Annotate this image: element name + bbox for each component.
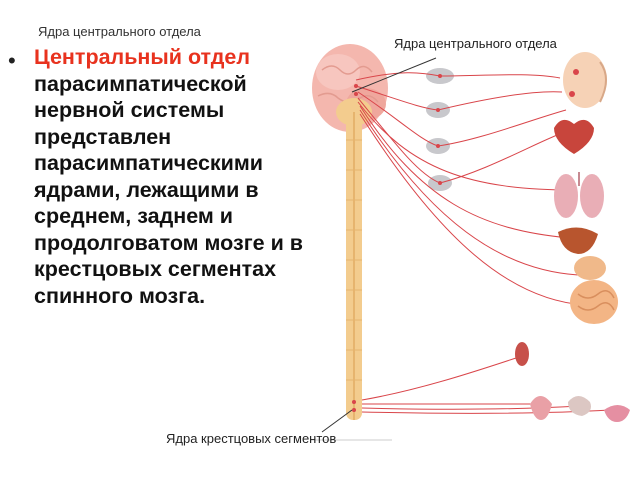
- bullet-lead: Центральный отдел: [34, 45, 251, 69]
- nucleus-dots: [352, 74, 442, 412]
- lungs-illustration: [554, 172, 604, 218]
- heart-illustration: [554, 119, 594, 154]
- bullet-dot: •: [8, 48, 16, 73]
- top-caption: Ядра центрального отдела: [38, 24, 201, 39]
- sacral-label-pointer: [321, 409, 353, 433]
- sacral-nuclei-label: Ядра крестцовых сегментов: [166, 431, 337, 446]
- bullet-text: Центральный отдел парасимпатической нерв…: [8, 44, 308, 309]
- head-illustration: [563, 52, 607, 108]
- bullet-body: парасимпатической нервной системы предст…: [34, 71, 303, 308]
- bullet-item: • Центральный отдел парасимпатической не…: [8, 44, 308, 309]
- kidney-illustration: [515, 342, 529, 366]
- pelvic-organs-illustration: [530, 396, 630, 422]
- central-label-pointer: [351, 57, 437, 93]
- digestive-illustration: [570, 256, 618, 324]
- central-nuclei-label: Ядра центрального отдела: [394, 36, 557, 51]
- liver-illustration: [558, 227, 598, 254]
- spinal-cord: [346, 110, 362, 420]
- cranial-nerves: [355, 72, 586, 306]
